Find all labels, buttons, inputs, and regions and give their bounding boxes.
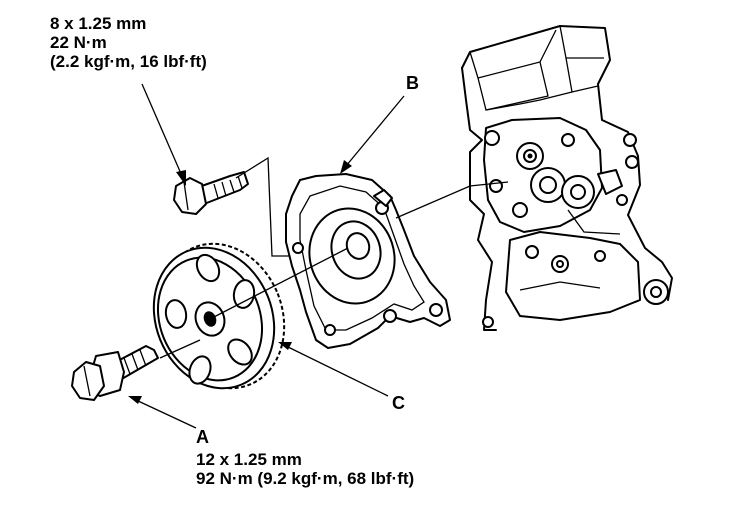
alignment-lines (159, 156, 509, 359)
timing-belt-pulley-c (152, 242, 286, 390)
callout-c: C (392, 393, 405, 413)
lower-bolt-a (71, 345, 159, 401)
upper-bolt-spec: 8 x 1.25 mm 22 N·m (2.2 kgf·m, 16 lbf·ft… (50, 14, 207, 71)
lower-bolt-size: 12 x 1.25 mm (196, 450, 302, 469)
upper-bolt (173, 171, 249, 215)
upper-bolt-torque-alt: (2.2 kgf·m, 16 lbf·ft) (50, 52, 207, 71)
lower-bolt-spec: 12 x 1.25 mm 92 N·m (9.2 kgf·m, 68 lbf·f… (196, 450, 414, 488)
upper-bolt-torque: 22 N·m (50, 33, 107, 52)
upper-bolt-size: 8 x 1.25 mm (50, 14, 147, 33)
leader-arrows (128, 83, 405, 429)
callout-b: B (406, 73, 419, 93)
lower-bolt-torque: 92 N·m (9.2 kgf·m, 68 lbf·ft) (196, 469, 415, 488)
callout-a: A (196, 427, 209, 447)
back-cover-b (285, 173, 451, 349)
engine-block (461, 25, 673, 331)
